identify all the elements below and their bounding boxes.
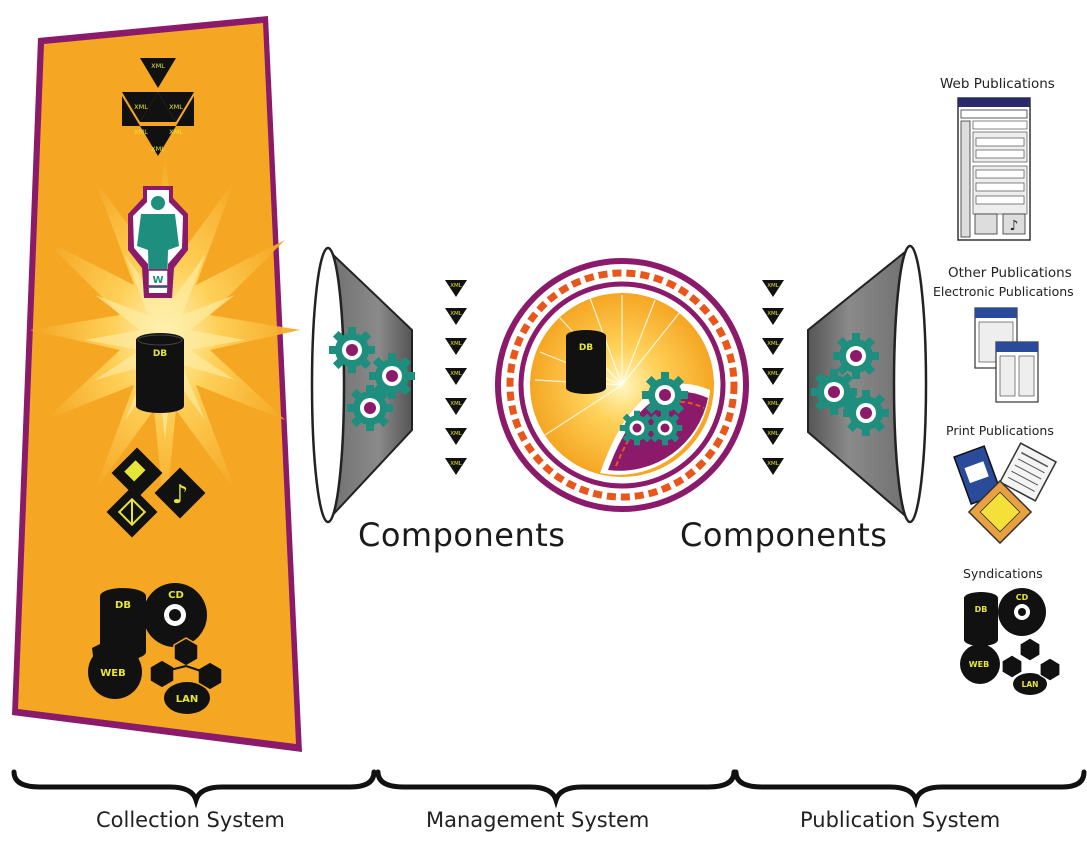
management-system-label: Management System — [426, 808, 649, 832]
author-letter: W — [152, 275, 163, 286]
xml-label: XML — [767, 401, 780, 407]
xml-label: XML — [450, 461, 463, 467]
syndication-cd-label: CD — [1016, 593, 1029, 602]
db-label: DB — [153, 349, 167, 359]
xml-label: XML — [169, 103, 183, 111]
syndication-web-label: WEB — [969, 660, 989, 669]
syndication-db-label: DB — [975, 605, 988, 614]
xml-label: XML — [450, 283, 463, 289]
xml-label: XML — [169, 128, 183, 136]
db-cylinder-icon: DB — [136, 333, 184, 413]
print-publication-icon — [954, 443, 1056, 543]
collection-brace — [14, 772, 374, 800]
components-label-left: Components — [358, 516, 565, 554]
web-publication-icon: ♪ — [958, 98, 1030, 240]
content-repository: DB — [498, 261, 746, 509]
output-funnel-right — [808, 246, 926, 522]
xml-label: XML — [151, 145, 165, 153]
gear-icon — [648, 411, 683, 446]
xml-label: XML — [450, 431, 463, 437]
source-web-label: WEB — [100, 668, 125, 679]
syndication-lan-label: LAN — [1022, 680, 1039, 689]
syndication-icon: DB CD WEB LAN — [960, 588, 1060, 695]
source-lan-label: LAN — [176, 694, 198, 705]
gear-icon — [833, 333, 879, 379]
repository-db-label: DB — [579, 343, 593, 353]
electronic-publication-icon — [975, 308, 1038, 402]
system-braces — [14, 772, 1084, 800]
gear-icon — [347, 385, 393, 431]
xml-label: XML — [767, 461, 780, 467]
publication-system-label: Publication System — [800, 808, 1000, 832]
xml-label: XML — [767, 371, 780, 377]
publication-brace — [736, 772, 1084, 800]
other-publications-title: Other Publications — [948, 265, 1072, 281]
repository-db-icon: DB — [566, 330, 606, 394]
xml-label: XML — [450, 341, 463, 347]
svg-text:♪: ♪ — [172, 480, 189, 510]
electronic-publications-title: Electronic Publications — [933, 284, 1074, 299]
xml-label: XML — [767, 341, 780, 347]
xml-label: XML — [134, 103, 148, 111]
xml-label: XML — [767, 311, 780, 317]
gear-icon — [329, 327, 375, 373]
xml-label: XML — [450, 371, 463, 377]
xml-stream-right: XML XML XML XML XML XML XML — [762, 280, 784, 475]
gear-icon — [843, 390, 889, 436]
intake-funnel-left — [312, 248, 415, 522]
xml-label: XML — [450, 401, 463, 407]
print-publications-title: Print Publications — [946, 423, 1054, 438]
source-db-label: DB — [115, 600, 131, 611]
syndications-title: Syndications — [963, 566, 1043, 581]
xml-label: XML — [450, 311, 463, 317]
collection-panel: XML XML XML XML XML XML W DB — [12, 16, 302, 752]
xml-stream-left: XML XML XML XML XML XML XML — [445, 280, 467, 475]
collection-system-label: Collection System — [96, 808, 285, 832]
xml-label: XML — [767, 283, 780, 289]
xml-label: XML — [151, 62, 165, 70]
source-cd-label: CD — [168, 590, 184, 601]
components-label-right: Components — [680, 516, 887, 554]
management-brace — [378, 772, 734, 800]
xml-label: XML — [767, 431, 780, 437]
web-publications-title: Web Publications — [940, 76, 1055, 92]
xml-label: XML — [134, 128, 148, 136]
svg-text:♪: ♪ — [1010, 218, 1019, 234]
